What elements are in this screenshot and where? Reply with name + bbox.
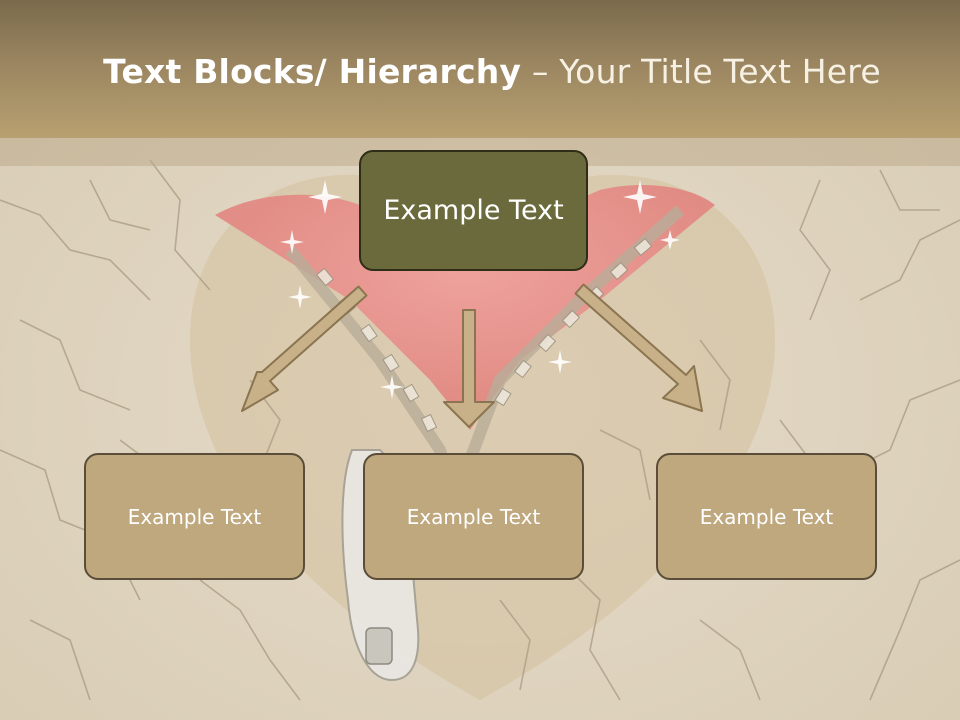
- top-level-box: Example Text: [359, 150, 588, 271]
- title-rest: – Your Title Text Here: [521, 52, 881, 91]
- child-box-right: Example Text: [656, 453, 877, 580]
- title-bold: Text Blocks/ Hierarchy: [103, 52, 522, 91]
- heart-opening: [215, 185, 715, 430]
- slide-title: Text Blocks/ Hierarchy – Your Title Text…: [0, 52, 960, 91]
- child-box-center: Example Text: [363, 453, 584, 580]
- arrow-right: [574, 283, 703, 412]
- title-bar: [0, 0, 960, 138]
- arrow-left: [241, 285, 368, 412]
- child-box-left: Example Text: [84, 453, 305, 580]
- arrow-center: [443, 309, 495, 428]
